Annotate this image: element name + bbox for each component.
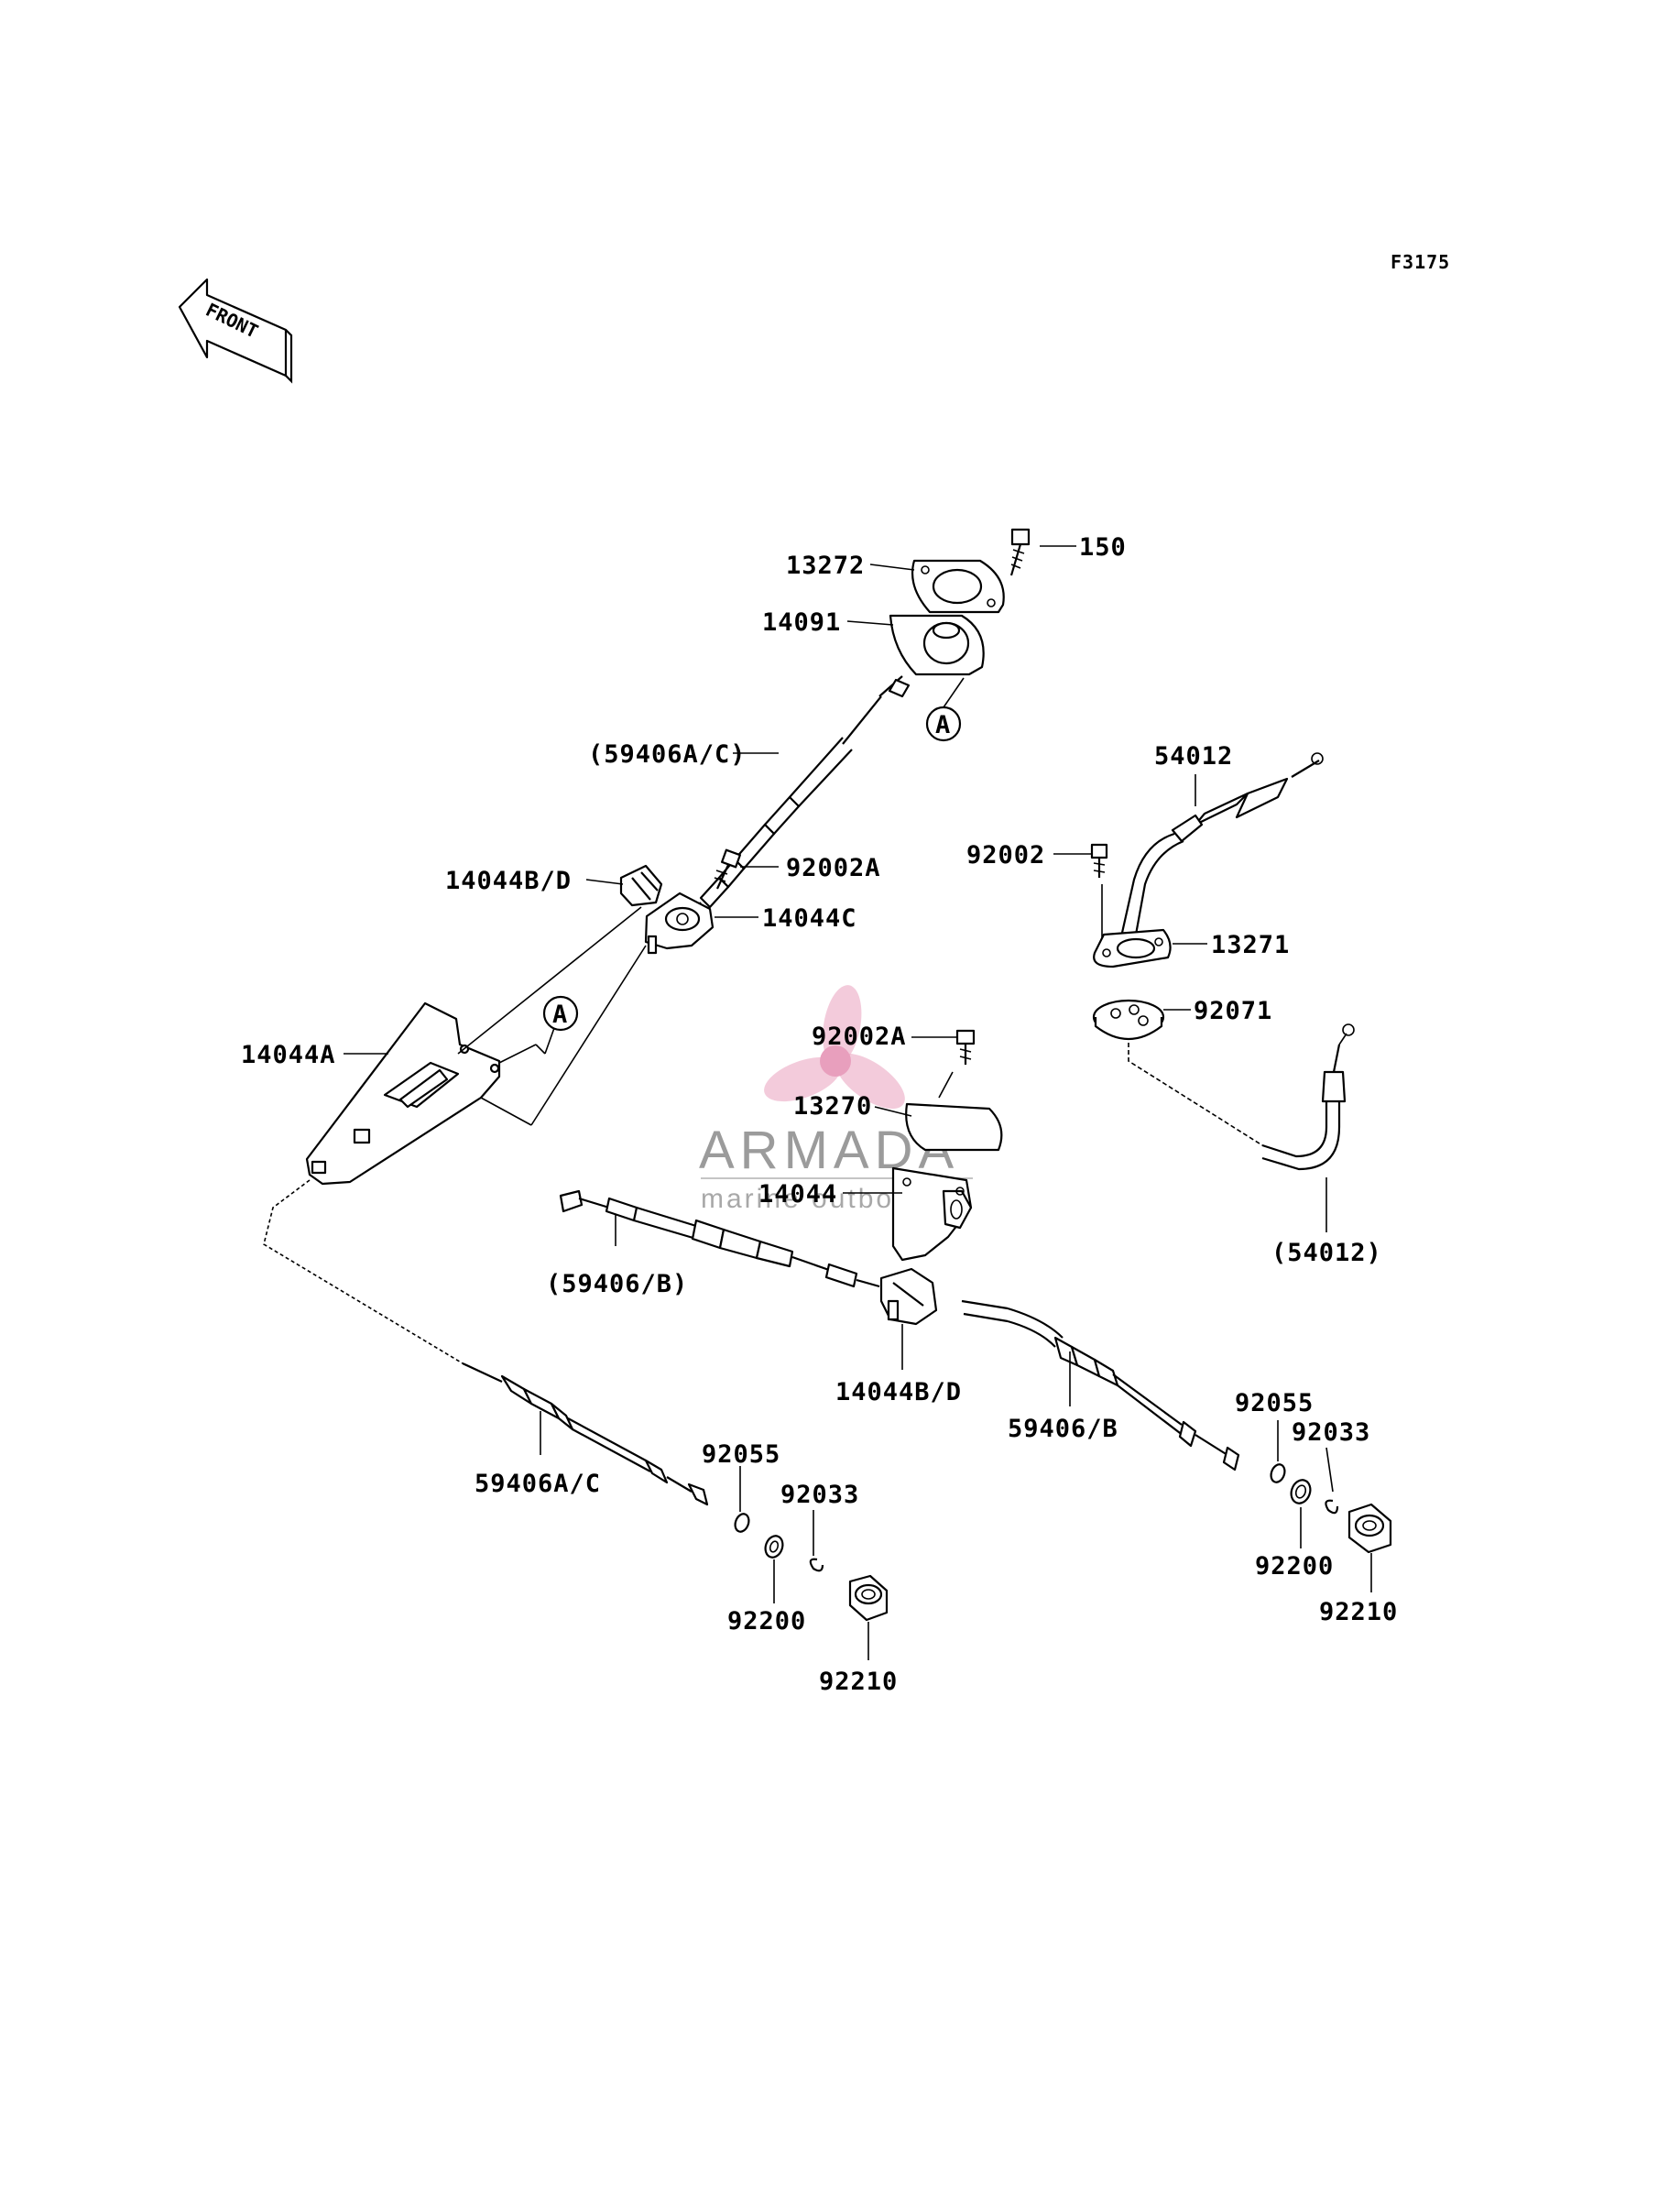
label-59406ac-bottom: 59406A/C bbox=[475, 1470, 601, 1498]
label-92200-right: 92200 bbox=[1255, 1552, 1334, 1581]
washer-92200-left bbox=[764, 1535, 784, 1559]
clip-14044bd-mid bbox=[879, 1267, 938, 1326]
label-13271: 13271 bbox=[1211, 931, 1290, 959]
nut-92210-right bbox=[1347, 1503, 1392, 1554]
cable-59406ac-upper bbox=[671, 675, 911, 944]
label-92002: 92002 bbox=[966, 841, 1045, 870]
label-92033-right: 92033 bbox=[1292, 1418, 1370, 1447]
label-13270: 13270 bbox=[793, 1092, 872, 1121]
label-14044: 14044 bbox=[758, 1180, 837, 1209]
label-14044bd-top: 14044B/D bbox=[445, 867, 572, 895]
cable-59406ac-lower bbox=[462, 1362, 709, 1506]
label-14044c: 14044C bbox=[762, 904, 857, 933]
figure-code: F3175 bbox=[1391, 251, 1450, 273]
propeller-icon bbox=[764, 985, 905, 1110]
grommet-92071 bbox=[1092, 999, 1165, 1041]
label-92055-left: 92055 bbox=[702, 1440, 780, 1469]
svg-text:A: A bbox=[552, 1001, 568, 1029]
label-54012-bottom: (54012) bbox=[1271, 1239, 1382, 1267]
cable-54012 bbox=[1120, 752, 1324, 935]
label-13272: 13272 bbox=[786, 552, 865, 580]
gasket-13270 bbox=[905, 1102, 1003, 1152]
label-14044a: 14044A bbox=[241, 1041, 336, 1069]
label-54012-top: 54012 bbox=[1154, 742, 1233, 771]
label-59406b-right: 59406/B bbox=[1008, 1415, 1118, 1443]
bolt-92002a-upper bbox=[714, 848, 742, 890]
label-92210-left: 92210 bbox=[819, 1668, 898, 1696]
label-92033-left: 92033 bbox=[780, 1481, 859, 1509]
lock-washer-92033-right bbox=[1325, 1499, 1339, 1515]
label-92200-left: 92200 bbox=[727, 1607, 806, 1636]
label-59406b-left: (59406/B) bbox=[546, 1270, 688, 1298]
cable-59406b-left bbox=[559, 1189, 880, 1288]
o-ring-92055-right bbox=[1270, 1463, 1286, 1483]
label-14091: 14091 bbox=[762, 608, 841, 637]
washer-92200-right bbox=[1290, 1479, 1312, 1504]
bracket-14044 bbox=[891, 1166, 973, 1262]
label-92002a-mid: 92002A bbox=[812, 1023, 907, 1051]
cable-59406b-right bbox=[961, 1299, 1240, 1471]
nut-92210-left bbox=[848, 1574, 889, 1622]
front-arrow-icon: FRONT bbox=[178, 278, 293, 384]
label-59406ac-top: (59406A/C) bbox=[588, 740, 747, 769]
svg-text:A: A bbox=[935, 711, 951, 739]
bracket-14044a bbox=[305, 1001, 501, 1186]
lock-washer-92033-left bbox=[809, 1558, 824, 1572]
label-150: 150 bbox=[1079, 533, 1127, 562]
label-92071: 92071 bbox=[1194, 997, 1272, 1025]
seal-plate-14091 bbox=[889, 614, 985, 676]
reference-marker-lower: A bbox=[542, 995, 579, 1032]
clip-14044bd-upper bbox=[619, 864, 663, 907]
holder-13271 bbox=[1093, 928, 1172, 968]
bolt-150 bbox=[1009, 528, 1031, 576]
label-14044bd-mid: 14044B/D bbox=[835, 1378, 962, 1406]
cable-54012-lower bbox=[1261, 1023, 1355, 1171]
reference-marker-upper: A bbox=[925, 677, 965, 742]
holder-14044c bbox=[644, 892, 715, 955]
label-92055-right: 92055 bbox=[1235, 1389, 1314, 1417]
bolt-92002a-mid bbox=[938, 1029, 976, 1099]
bolt-92002 bbox=[1090, 843, 1108, 948]
o-ring-92055-left bbox=[734, 1513, 750, 1533]
label-92002a-top: 92002A bbox=[786, 854, 881, 882]
label-92210-right: 92210 bbox=[1319, 1598, 1398, 1626]
gasket-13272 bbox=[911, 559, 1005, 614]
